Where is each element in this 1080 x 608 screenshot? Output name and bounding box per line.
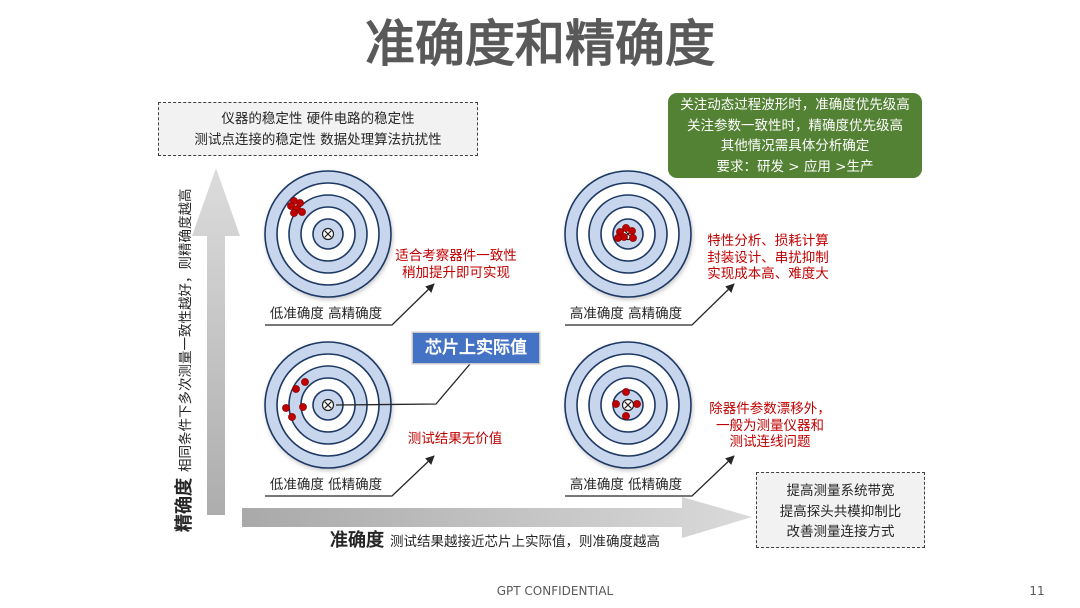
priority-line: 其他情况需具体分析确定	[720, 138, 870, 154]
true-value-pointer-line	[335, 363, 471, 406]
target-1	[264, 170, 392, 298]
callout-line-1	[265, 283, 435, 326]
slide-title: 准确度和精确度	[365, 15, 715, 73]
center-marker-cross	[324, 401, 332, 409]
callout-line-2	[565, 283, 735, 326]
callout-line-3	[265, 455, 435, 497]
hit-dot	[622, 412, 630, 420]
target-label-2: 高准确度 高精确度	[569, 306, 683, 322]
target-note-2: 特性分析、损耗计算 封装设计、串扰抑制 实现成本高、难度大	[693, 233, 843, 283]
priority-line: 关注动态过程波形时，准确度优先级高	[680, 97, 910, 113]
note-line: 一般为测量仪器和	[716, 417, 824, 434]
stability-line: 仪器的稳定性 硬件电路的稳定性	[221, 111, 415, 127]
priority-line: 要求：研发 > 应用 >生产	[716, 158, 874, 175]
center-marker-cross	[324, 230, 332, 238]
target-center-marker	[321, 227, 335, 241]
target-center-marker	[321, 398, 335, 412]
priority-box: 关注动态过程波形时，准确度优先级高 关注参数一致性时，精确度优先级高 其他情况需…	[668, 93, 922, 178]
hit-dot	[612, 400, 620, 408]
hit-dot	[633, 400, 641, 408]
note-line: 实现成本高、难度大	[707, 266, 829, 282]
precision-axis-arrow	[192, 168, 240, 515]
callout-line-4	[565, 455, 735, 497]
accuracy-axis-caption: 准确度测试结果越接近芯片上实际值，则准确度越高	[330, 529, 660, 553]
target-4	[564, 341, 692, 469]
center-marker-cross	[624, 401, 632, 409]
footer-confidential: GPT CONFIDENTIAL	[496, 584, 614, 598]
stability-factors-box: 仪器的稳定性 硬件电路的稳定性 测试点连接的稳定性 数据处理算法抗扰性	[158, 102, 478, 156]
note-line: 除器件参数漂移外，	[709, 401, 831, 417]
precision-axis-caption: 精确度 相同条件下多次测量一致性越好，则精确度越高	[173, 182, 197, 533]
note-line: 测试连线问题	[729, 434, 811, 450]
improvement-line: 提高测量系统带宽	[786, 483, 895, 499]
hit-dot	[629, 234, 637, 242]
hit-dot	[299, 403, 307, 411]
target-2	[564, 170, 692, 298]
precision-axis-description: 相同条件下多次测量一致性越好，则精确度越高	[178, 188, 194, 473]
page-number: 11	[1029, 584, 1045, 598]
stability-line: 测试点连接的稳定性 数据处理算法抗扰性	[194, 131, 442, 148]
hit-dot	[292, 385, 300, 393]
note-line: 适合考察器件一致性	[395, 248, 517, 264]
accuracy-axis-title: 准确度	[330, 530, 384, 551]
target-note-3: 测试结果无价值	[385, 431, 525, 448]
hit-dot	[628, 227, 636, 235]
target-note-4: 除器件参数漂移外， 一般为测量仪器和 测试连线问题	[695, 401, 845, 451]
improvement-line: 提高探头共模抑制比	[779, 503, 902, 520]
hit-dot	[288, 413, 296, 421]
target-label-4: 高准确度 低精确度	[569, 477, 683, 493]
note-line: 封装设计、串扰抑制	[707, 249, 829, 266]
target-center-marker	[621, 398, 635, 412]
precision-axis-title: 精确度	[174, 478, 195, 532]
hit-dot	[298, 208, 306, 216]
hit-dot	[301, 378, 309, 386]
note-line: 稍加提升即可实现	[402, 264, 510, 281]
targets-group	[264, 170, 692, 469]
true-value-label: 芯片上实际值	[413, 333, 539, 363]
accuracy-axis-arrow	[242, 497, 752, 538]
hit-dot	[282, 404, 290, 412]
note-line: 测试结果无价值	[407, 431, 503, 447]
hit-dot	[290, 209, 298, 217]
target-label-3: 低准确度 低精确度	[269, 477, 383, 493]
improvement-line: 改善测量连接方式	[786, 524, 895, 540]
hit-dot	[622, 388, 630, 396]
target-3	[264, 341, 392, 469]
accuracy-axis-description: 测试结果越接近芯片上实际值，则准确度越高	[390, 534, 660, 550]
improvement-box: 提高测量系统带宽 提高探头共模抑制比 改善测量连接方式	[756, 472, 925, 548]
hit-dot	[614, 234, 622, 242]
priority-line: 关注参数一致性时，精确度优先级高	[687, 117, 903, 134]
target-note-1: 适合考察器件一致性 稍加提升即可实现	[386, 248, 526, 281]
note-line: 特性分析、损耗计算	[707, 233, 829, 249]
target-label-1: 低准确度 高精确度	[269, 306, 383, 322]
